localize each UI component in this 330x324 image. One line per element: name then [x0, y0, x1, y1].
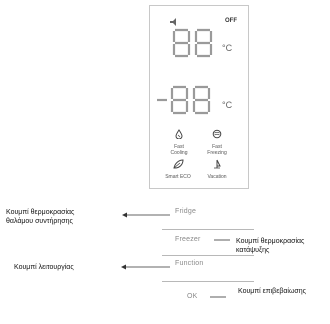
speaker-icon — [170, 18, 176, 26]
vacation-label: Vacation — [207, 174, 227, 180]
fast-freezing-indicator: Fast Freezing — [202, 126, 232, 156]
function-button[interactable]: Function — [175, 260, 204, 267]
fridge-button[interactable]: Fridge — [175, 208, 197, 215]
off-label: OFF — [225, 18, 237, 24]
fast-freezing-icon — [212, 129, 222, 139]
display-panel: OFF °C °C Fast Cooling Fast — [149, 5, 249, 189]
vacation-icon — [214, 159, 221, 169]
fast-cooling-indicator: Fast Cooling — [164, 126, 194, 156]
freezer-annotation-line-2: κατάψυξης — [236, 247, 270, 254]
fast-cooling-label-1: Fast — [174, 144, 184, 150]
smart-eco-label: Smart ECO — [165, 174, 191, 180]
fridge-annotation-line-1: Κουμπί θερμοκρασίας — [6, 209, 75, 216]
function-annotation: Κουμπί λειτουργίας — [14, 264, 74, 271]
separator — [162, 255, 254, 256]
freezer-button[interactable]: Freezer — [175, 236, 201, 243]
smart-eco-icon — [172, 159, 184, 169]
freezer-annotation-line-1: Κουμπί θερμοκρασίας — [236, 238, 305, 245]
fridge-temperature-digits — [172, 28, 213, 58]
fast-cooling-icon — [175, 129, 183, 140]
separator — [162, 229, 254, 230]
freezer-annotation: Κουμπί θερμοκρασίας κατάψυξης — [236, 237, 304, 255]
fridge-unit-label: °C — [222, 43, 233, 53]
fast-cooling-label-2: Cooling — [170, 150, 188, 156]
fast-freezing-label-2: Freezing — [207, 150, 227, 156]
fast-freezing-label-1: Fast — [212, 144, 222, 150]
ok-annotation: Κουμπί επιβεβαίωσης — [238, 288, 307, 295]
freezer-temperature-digits — [157, 85, 211, 115]
fridge-annotation-line-2: θαλάμου συντήρησης — [6, 218, 73, 225]
vacation-indicator: Vacation — [202, 156, 232, 180]
smart-eco-indicator: Smart ECO — [160, 156, 196, 180]
separator — [162, 281, 254, 282]
freezer-unit-label: °C — [222, 100, 233, 110]
fridge-annotation: Κουμπί θερμοκρασίας θαλάμου συντήρησης — [6, 208, 74, 226]
ok-button[interactable]: OK — [187, 293, 198, 300]
